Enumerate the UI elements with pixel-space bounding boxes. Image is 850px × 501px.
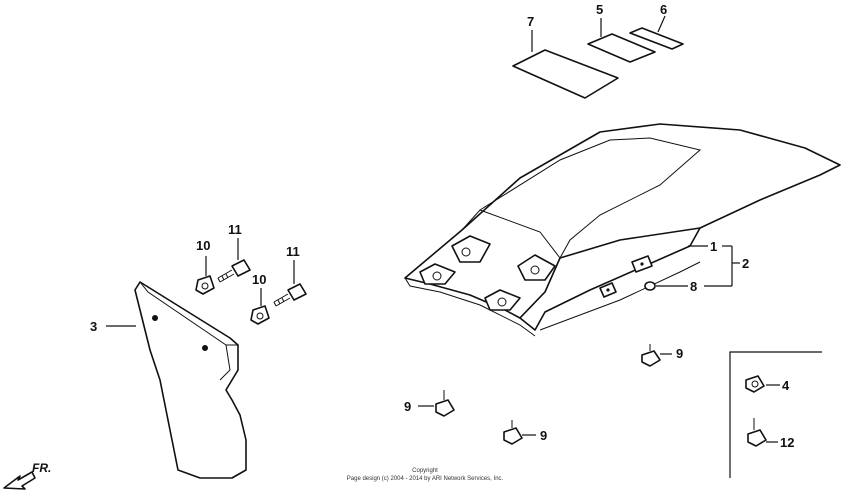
copyright-line2: Page design (c) 2004 - 2014 by ARI Netwo… bbox=[347, 476, 504, 482]
bolt-9-right[interactable] bbox=[641, 344, 661, 367]
bolt-12[interactable] bbox=[747, 418, 767, 447]
sticker-7[interactable] bbox=[512, 49, 619, 99]
callout-9-right: 9 bbox=[676, 346, 683, 361]
front-arrow-icon bbox=[3, 471, 36, 490]
sticker-6[interactable] bbox=[629, 27, 684, 50]
callout-8: 8 bbox=[690, 279, 697, 294]
rear-fender[interactable] bbox=[404, 123, 841, 337]
callout-6: 6 bbox=[660, 2, 667, 17]
callout-12: 12 bbox=[780, 435, 794, 450]
callout-10-upper: 10 bbox=[196, 238, 210, 253]
bolt-9-center[interactable] bbox=[503, 420, 523, 445]
nut-10-upper[interactable] bbox=[195, 275, 215, 295]
callout-3: 3 bbox=[90, 319, 97, 334]
nut-10-lower[interactable] bbox=[250, 305, 270, 325]
sticker-5[interactable] bbox=[587, 33, 656, 63]
inset-box bbox=[729, 351, 822, 478]
callout-2: 2 bbox=[742, 256, 749, 271]
bolt-11-upper[interactable] bbox=[217, 259, 251, 283]
mud-flap[interactable] bbox=[134, 281, 247, 479]
callout-10-lower: 10 bbox=[252, 272, 266, 287]
bolt-11-lower[interactable] bbox=[273, 283, 307, 307]
nut-4[interactable] bbox=[745, 375, 765, 393]
callout-4: 4 bbox=[782, 378, 790, 393]
front-marker-label: FR. bbox=[32, 461, 51, 475]
callout-1: 1 bbox=[710, 239, 717, 254]
callout-11-upper: 11 bbox=[228, 222, 242, 237]
grommet-8[interactable] bbox=[644, 281, 656, 291]
callout-11-lower: 11 bbox=[286, 244, 300, 259]
callout-7: 7 bbox=[527, 14, 534, 29]
callout-9-center: 9 bbox=[540, 428, 547, 443]
bolt-9-left[interactable] bbox=[435, 390, 455, 417]
copyright-line1: Copyright bbox=[412, 468, 438, 474]
callout-5: 5 bbox=[596, 2, 603, 17]
callout-9-left: 9 bbox=[404, 399, 411, 414]
